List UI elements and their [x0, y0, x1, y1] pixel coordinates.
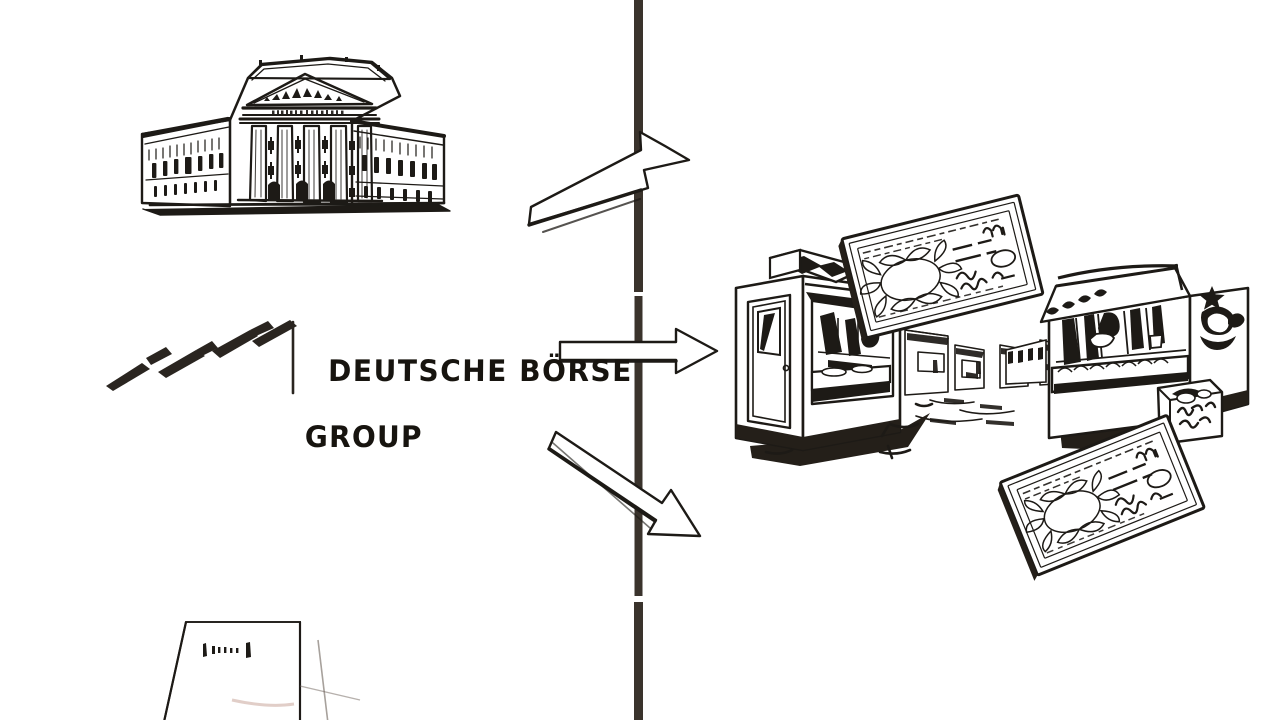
stall-emblem-icon — [1199, 286, 1245, 350]
seal-oval — [990, 249, 1017, 268]
seal-oval — [1146, 469, 1172, 489]
guilloche-rosette — [1023, 469, 1121, 553]
signature-mark — [955, 270, 1004, 291]
documents-sketch — [163, 621, 361, 720]
awning-striped — [1005, 338, 1047, 385]
logo-line-1: DEUTSCHE BÖRSE — [327, 353, 634, 389]
denomination-mark — [1135, 447, 1159, 462]
vertical-divider-bar — [634, 0, 643, 720]
banknote-top — [838, 193, 1045, 344]
arrow-down-right — [547, 430, 702, 538]
signature-mark — [1114, 492, 1163, 516]
deutsche-boerse-logo-mark — [106, 320, 297, 391]
arrow-up-right — [527, 130, 691, 233]
stall-right — [1005, 263, 1250, 452]
arrow-right — [558, 327, 719, 375]
logo-wordmark: DEUTSCHE BÖRSE GROUP — [304, 324, 633, 484]
denomination-mark — [982, 224, 1006, 238]
ground-marks — [764, 402, 934, 460]
logo-line-2: GROUP — [304, 419, 423, 455]
exchange-building — [140, 55, 451, 216]
handwritten-script — [1176, 401, 1217, 429]
market-street-scene — [734, 193, 1250, 581]
banknote-bottom — [997, 414, 1206, 581]
